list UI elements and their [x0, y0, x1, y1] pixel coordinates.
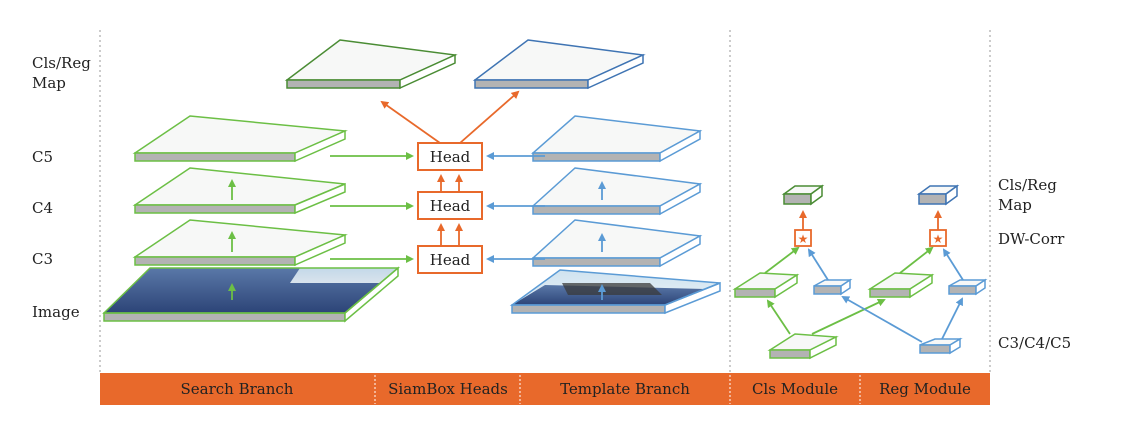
- cls-dwcorr-star-icon: ★: [798, 232, 809, 246]
- shared-search-feature: [767, 333, 839, 360]
- label-image: Image: [32, 303, 80, 321]
- cls-module-output-map: [781, 184, 825, 206]
- search-image: [102, 266, 401, 323]
- bottom-bar: [100, 373, 990, 405]
- bar-label-siambox-heads: SiamBox Heads: [388, 380, 508, 398]
- reg-search-to-dwcorr: [899, 246, 934, 274]
- cls-search-to-dwcorr: [764, 246, 800, 274]
- label-c3: C3: [32, 250, 53, 268]
- template-layer-c5: [531, 115, 703, 163]
- reg-map-layer: [472, 39, 646, 90]
- cls-template-to-dwcorr: [807, 248, 829, 281]
- reg-template-to-dwcorr: [942, 248, 964, 281]
- label-clsreg-map-line2: Map: [32, 74, 66, 92]
- search-layer-c3: [132, 219, 348, 267]
- bar-label-search-branch: Search Branch: [181, 380, 294, 398]
- head-label-c4: Head: [430, 197, 471, 215]
- reg-dwcorr-star-icon: ★: [933, 232, 944, 246]
- shared-search-to-cls: [766, 299, 791, 335]
- label-c5: C5: [32, 148, 53, 166]
- label-c4: C4: [32, 199, 53, 217]
- template-image: [509, 269, 721, 315]
- bar-label-cls-module: Cls Module: [752, 380, 838, 398]
- search-layer-c4: [132, 167, 346, 215]
- right-label-clsreg-map-line1: Cls/Reg: [998, 176, 1057, 194]
- label-clsreg-map-line1: Cls/Reg: [32, 54, 91, 72]
- search-layer-c5: [132, 115, 348, 163]
- head-box-c3: [417, 245, 483, 274]
- bar-label-reg-module: Reg Module: [879, 380, 971, 398]
- template-layer-c4: [531, 167, 703, 216]
- right-label-dwcorr: DW-Corr: [998, 230, 1065, 248]
- reg-template-feature: [948, 278, 988, 296]
- shared-template-feature: [919, 337, 963, 355]
- cls-search-feature: [732, 272, 800, 299]
- head-to-reg-map-arrow: [459, 90, 520, 144]
- shared-template-to-cls: [841, 296, 923, 343]
- right-label-c345: C3/C4/C5: [998, 334, 1071, 352]
- template-layer-c3: [531, 219, 703, 268]
- reg-module-output-map: [916, 184, 960, 206]
- head-to-cls-map-arrow: [380, 100, 441, 144]
- cls-map-layer: [284, 39, 458, 90]
- head-label-c5: Head: [430, 148, 471, 166]
- right-label-clsreg-map-line2: Map: [998, 196, 1032, 214]
- reg-dwcorr-box: [929, 229, 947, 247]
- shared-template-to-reg: [941, 297, 963, 340]
- cls-dwcorr-box: [794, 229, 812, 247]
- cls-template-feature: [813, 278, 853, 296]
- shared-search-to-reg: [811, 298, 886, 335]
- head-box-c4: [417, 191, 483, 220]
- head-box-c5: [417, 142, 483, 171]
- head-label-c3: Head: [430, 251, 471, 269]
- bar-label-template-branch: Template Branch: [560, 380, 690, 398]
- reg-search-feature: [867, 272, 935, 299]
